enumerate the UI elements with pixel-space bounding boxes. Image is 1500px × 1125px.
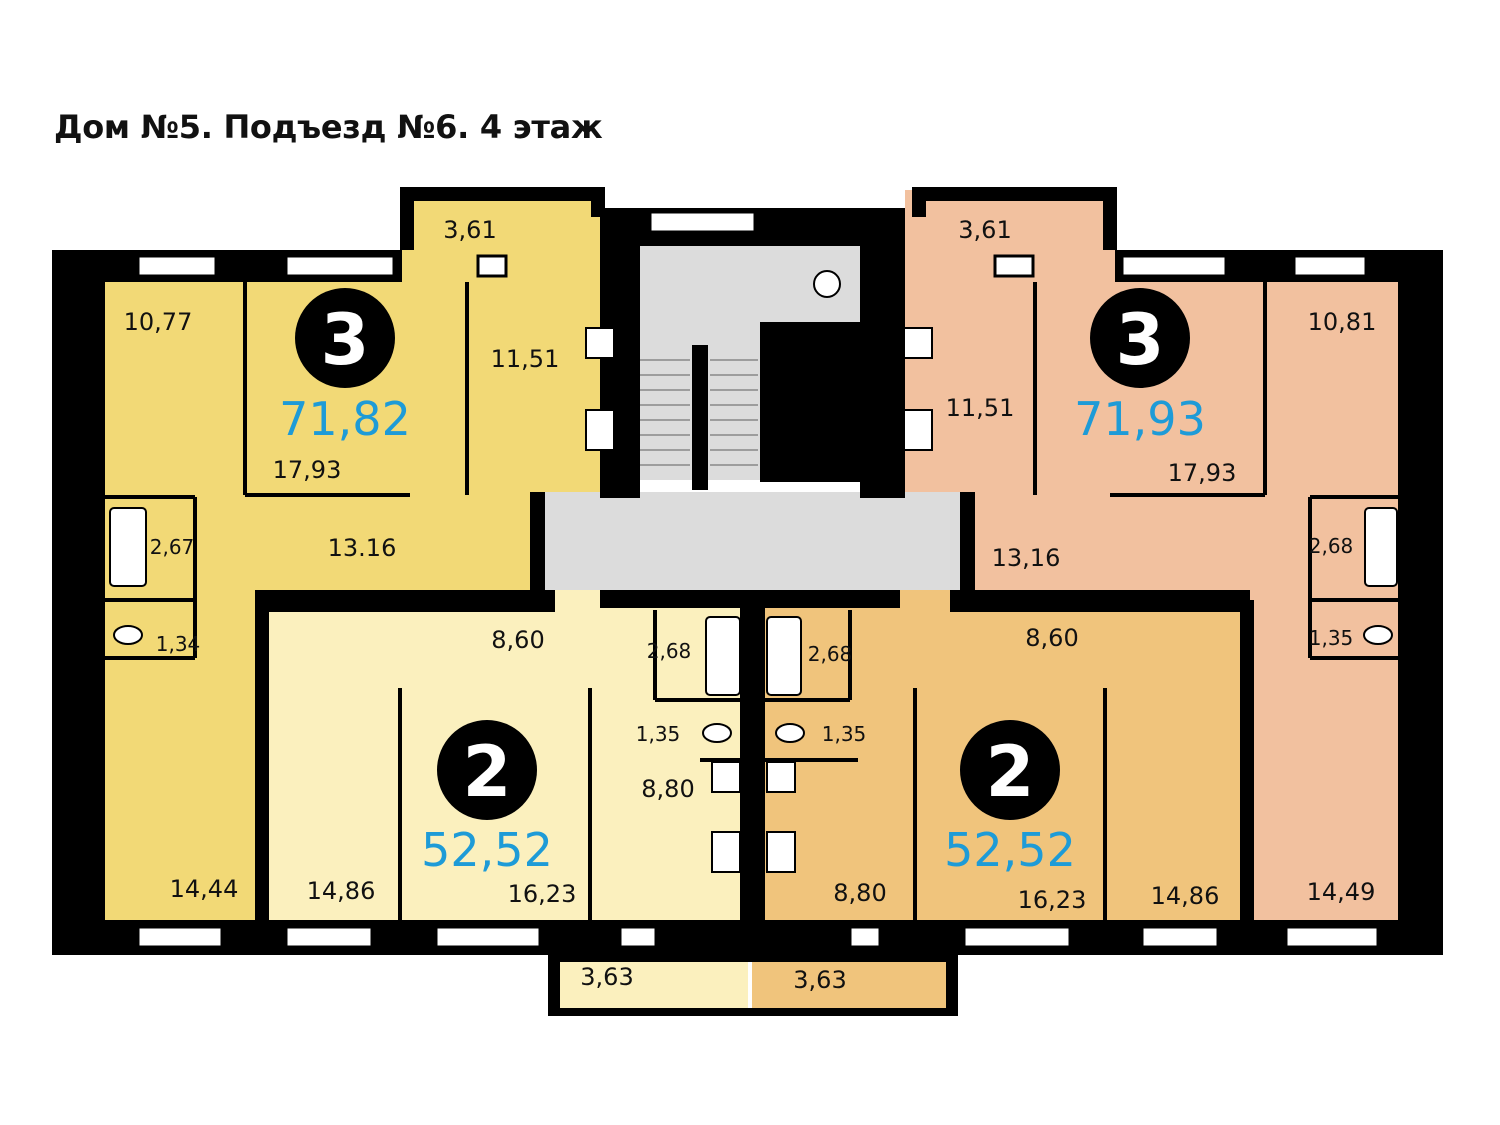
- apartment-3-left-fill: [105, 190, 615, 920]
- room-area: 17,93: [1168, 459, 1237, 487]
- sink-icon: [766, 761, 796, 793]
- room-area: 3,61: [443, 216, 496, 244]
- bathtub-icon: [1364, 507, 1398, 587]
- toilet-icon: [113, 625, 143, 645]
- room-area: 17,93: [273, 456, 342, 484]
- room-area: 3,63: [793, 966, 846, 994]
- room-area: 3,61: [958, 216, 1011, 244]
- room-area: 13,16: [992, 544, 1061, 572]
- stair-treads: [640, 359, 758, 466]
- balcony-left-fill: [555, 955, 748, 1010]
- sink-icon: [711, 761, 741, 793]
- stove-icon: [766, 831, 796, 873]
- svg-text:2: 2: [986, 731, 1035, 813]
- interior-walls: [105, 282, 1398, 920]
- room-area: 16,23: [1018, 886, 1087, 914]
- room-area: 14,49: [1307, 878, 1376, 906]
- apartment-2-right-total: 52,52: [944, 823, 1076, 877]
- bathtub-icon: [705, 616, 741, 696]
- sink-icon: [585, 327, 615, 359]
- toilet-icon: [775, 723, 805, 743]
- sink-icon: [903, 327, 933, 359]
- stove-icon: [903, 409, 933, 451]
- apartment-2-left-badge: 2: [437, 720, 537, 820]
- elevator-shaft: [804, 341, 866, 468]
- fixtures: [109, 270, 1398, 873]
- room-area: 14,86: [307, 877, 376, 905]
- apartment-3-left-total: 71,82: [279, 392, 411, 446]
- room-area: 11,51: [946, 394, 1015, 422]
- stairwell-fill: [545, 245, 960, 590]
- apartment-2-right-badge: 2: [960, 720, 1060, 820]
- windows: [136, 210, 1380, 949]
- toilet-icon: [702, 723, 732, 743]
- bathtub-icon: [109, 507, 147, 587]
- plan-title: Дом №5. Подъезд №6. 4 этаж: [54, 108, 603, 146]
- svg-text:3: 3: [1116, 299, 1165, 381]
- room-area: 8,80: [833, 879, 886, 907]
- balcony-right-fill: [752, 955, 950, 1010]
- apartment-3-right-fill: [905, 190, 1398, 920]
- room-area: 1,34: [156, 632, 201, 656]
- room-area: 8,80: [641, 775, 694, 803]
- room-area: 10,81: [1308, 308, 1377, 336]
- room-area: 8,60: [491, 626, 544, 654]
- room-area: 8,60: [1025, 624, 1078, 652]
- stove-icon: [585, 409, 615, 451]
- room-area: 2,68: [808, 642, 853, 666]
- room-area: 11,51: [491, 345, 560, 373]
- apartment-3-left-badge: 3: [295, 288, 395, 388]
- room-area: 2,68: [647, 639, 692, 663]
- room-area: 14,86: [1151, 882, 1220, 910]
- room-area: 1,35: [822, 722, 867, 746]
- room-area: 14,44: [170, 875, 239, 903]
- svg-text:2: 2: [463, 731, 512, 813]
- room-area: 2,67: [150, 535, 195, 559]
- room-area: 2,68: [1309, 534, 1354, 558]
- apartment-3-right-badge: 3: [1090, 288, 1190, 388]
- bathtub-icon: [766, 616, 802, 696]
- room-area: 13.16: [328, 534, 397, 562]
- chute-icon: [813, 270, 841, 298]
- room-area: 3,63: [580, 963, 633, 991]
- room-area: 16,23: [508, 880, 577, 908]
- apartment-fills: [105, 190, 1398, 1010]
- room-area: 1,35: [1309, 626, 1354, 650]
- apartment-2-left-total: 52,52: [421, 823, 553, 877]
- apartment-3-right-total: 71,93: [1074, 392, 1206, 446]
- svg-text:3: 3: [321, 299, 370, 381]
- stove-icon: [711, 831, 741, 873]
- room-area: 1,35: [636, 722, 681, 746]
- toilet-icon: [1363, 625, 1393, 645]
- room-area: 10,77: [124, 308, 193, 336]
